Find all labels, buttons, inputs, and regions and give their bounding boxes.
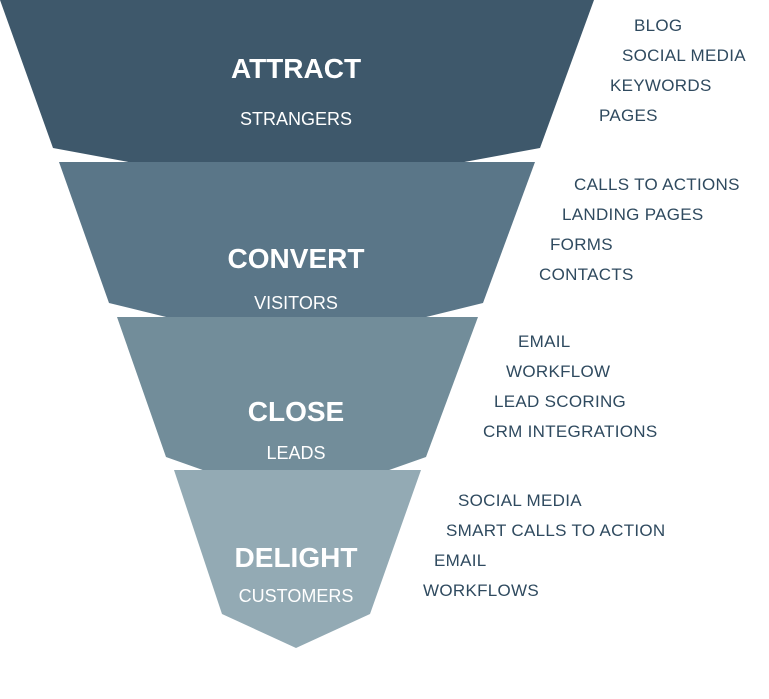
stage-subtitle-visitors: VISITORS [254, 293, 338, 313]
tactic-contacts: CONTACTS [539, 265, 634, 284]
tactic-keywords: KEYWORDS [610, 76, 712, 95]
stage-subtitle-customers: CUSTOMERS [239, 586, 354, 606]
funnel-segment-close [117, 317, 478, 503]
stage-title-convert: CONVERT [228, 243, 365, 274]
stage-subtitle-leads: LEADS [266, 443, 325, 463]
funnel-segment-attract [0, 0, 594, 193]
stage-title-close: CLOSE [248, 396, 344, 427]
tactic-smart-calls-to-action: SMART CALLS TO ACTION [446, 521, 666, 540]
tactic-workflows: WORKFLOWS [423, 581, 540, 600]
funnel-segment-delight [174, 470, 421, 648]
tactic-calls-to-actions: CALLS TO ACTIONS [574, 175, 740, 194]
tactic-email: EMAIL [518, 332, 571, 351]
tactic-lead-scoring: LEAD SCORING [494, 392, 627, 411]
tactic-forms: FORMS [550, 235, 613, 254]
tactic-social-media: SOCIAL MEDIA [622, 46, 746, 65]
tactic-email-delight: EMAIL [434, 551, 487, 570]
tactic-landing-pages: LANDING PAGES [562, 205, 704, 224]
stage-title-delight: DELIGHT [235, 542, 358, 573]
funnel-segment-convert [59, 162, 535, 349]
tactic-workflow: WORKFLOW [506, 362, 611, 381]
stage-title-attract: ATTRACT [231, 53, 361, 84]
tactic-blog: BLOG [634, 16, 683, 35]
tactic-crm-integrations: CRM INTEGRATIONS [483, 422, 658, 441]
tactic-pages: PAGES [599, 106, 658, 125]
stage-subtitle-strangers: STRANGERS [240, 109, 352, 129]
tactic-social-media-delight: SOCIAL MEDIA [458, 491, 582, 510]
